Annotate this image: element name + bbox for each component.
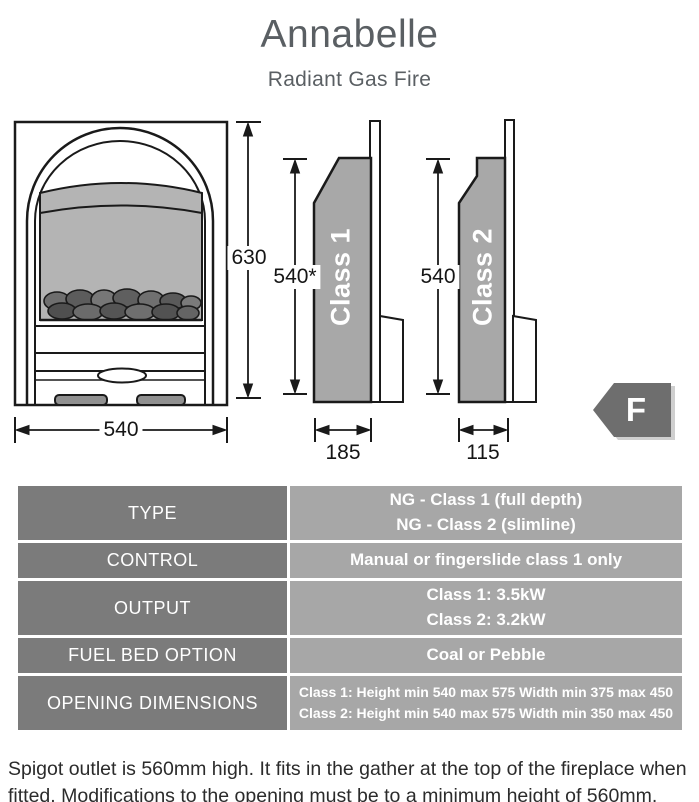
- value-line: Manual or fingerslide class 1 only: [349, 550, 623, 570]
- row-value: Class 1: 3.5kW Class 2: 3.2kW: [290, 581, 682, 635]
- class2-drawing: [457, 119, 537, 404]
- product-title: Annabelle: [260, 13, 439, 56]
- row-value: NG - Class 1 (full depth) NG - Class 2 (…: [290, 486, 682, 540]
- row-value: Coal or Pebble: [290, 638, 682, 673]
- row-label: FUEL BED OPTION: [18, 638, 287, 673]
- dim-class2-height-label: 540: [416, 265, 460, 289]
- row-label: OPENING DIMENSIONS: [18, 676, 287, 730]
- table-row-type: TYPE NG - Class 1 (full depth) NG - Clas…: [18, 486, 682, 540]
- row-value: Manual or fingerslide class 1 only: [290, 543, 682, 578]
- value-line: Class 2: Height min 540 max 575 Width mi…: [298, 705, 674, 721]
- control-knob: [97, 367, 147, 384]
- glass-panel: [39, 182, 203, 321]
- energy-rating-letter: F: [625, 391, 647, 428]
- table-row-opening-dimensions: OPENING DIMENSIONS Class 1: Height min 5…: [18, 676, 682, 730]
- dim-class1-height-label: 540*: [269, 265, 321, 289]
- dim-class1-depth-arrow: [314, 418, 372, 442]
- value-line: Class 1: Height min 540 max 575 Width mi…: [298, 684, 674, 700]
- row-label: OUTPUT: [18, 581, 287, 635]
- energy-arrow: [593, 383, 675, 440]
- value-line: Class 2: 3.2kW: [426, 610, 546, 629]
- class2-label: Class 2: [467, 227, 498, 327]
- foot-left: [54, 394, 108, 406]
- dim-class2-depth-label: 115: [466, 441, 500, 464]
- value-line: NG - Class 1 (full depth): [389, 490, 583, 510]
- footnote: Spigot outlet is 560mm high. It fits in …: [8, 757, 687, 802]
- spec-table: TYPE NG - Class 1 (full depth) NG - Clas…: [18, 486, 682, 730]
- dim-front-width-label: 540: [99, 418, 143, 442]
- technical-drawing: [13, 119, 675, 443]
- value-line: Coal or Pebble: [426, 645, 546, 665]
- dim-class2-depth-arrow: [458, 418, 509, 442]
- coal-bed: [43, 288, 202, 321]
- class1-drawing: [312, 120, 404, 404]
- front-view-drawing: [13, 120, 229, 407]
- foot-right: [136, 394, 186, 406]
- class1-label: Class 1: [325, 227, 356, 327]
- product-subtitle: Radiant Gas Fire: [267, 68, 432, 91]
- value-line: NG - Class 2 (slimline): [396, 515, 576, 534]
- value-line: Class 1: 3.5kW: [426, 585, 546, 605]
- row-label: CONTROL: [18, 543, 287, 578]
- table-row-fuel-bed: FUEL BED OPTION Coal or Pebble: [18, 638, 682, 673]
- dim-class1-depth-label: 185: [325, 441, 361, 464]
- dim-front-height-label: 630: [227, 246, 271, 270]
- table-row-control: CONTROL Manual or fingerslide class 1 on…: [18, 543, 682, 578]
- row-value: Class 1: Height min 540 max 575 Width mi…: [290, 676, 682, 730]
- row-label: TYPE: [18, 486, 287, 540]
- table-row-output: OUTPUT Class 1: 3.5kW Class 2: 3.2kW: [18, 581, 682, 635]
